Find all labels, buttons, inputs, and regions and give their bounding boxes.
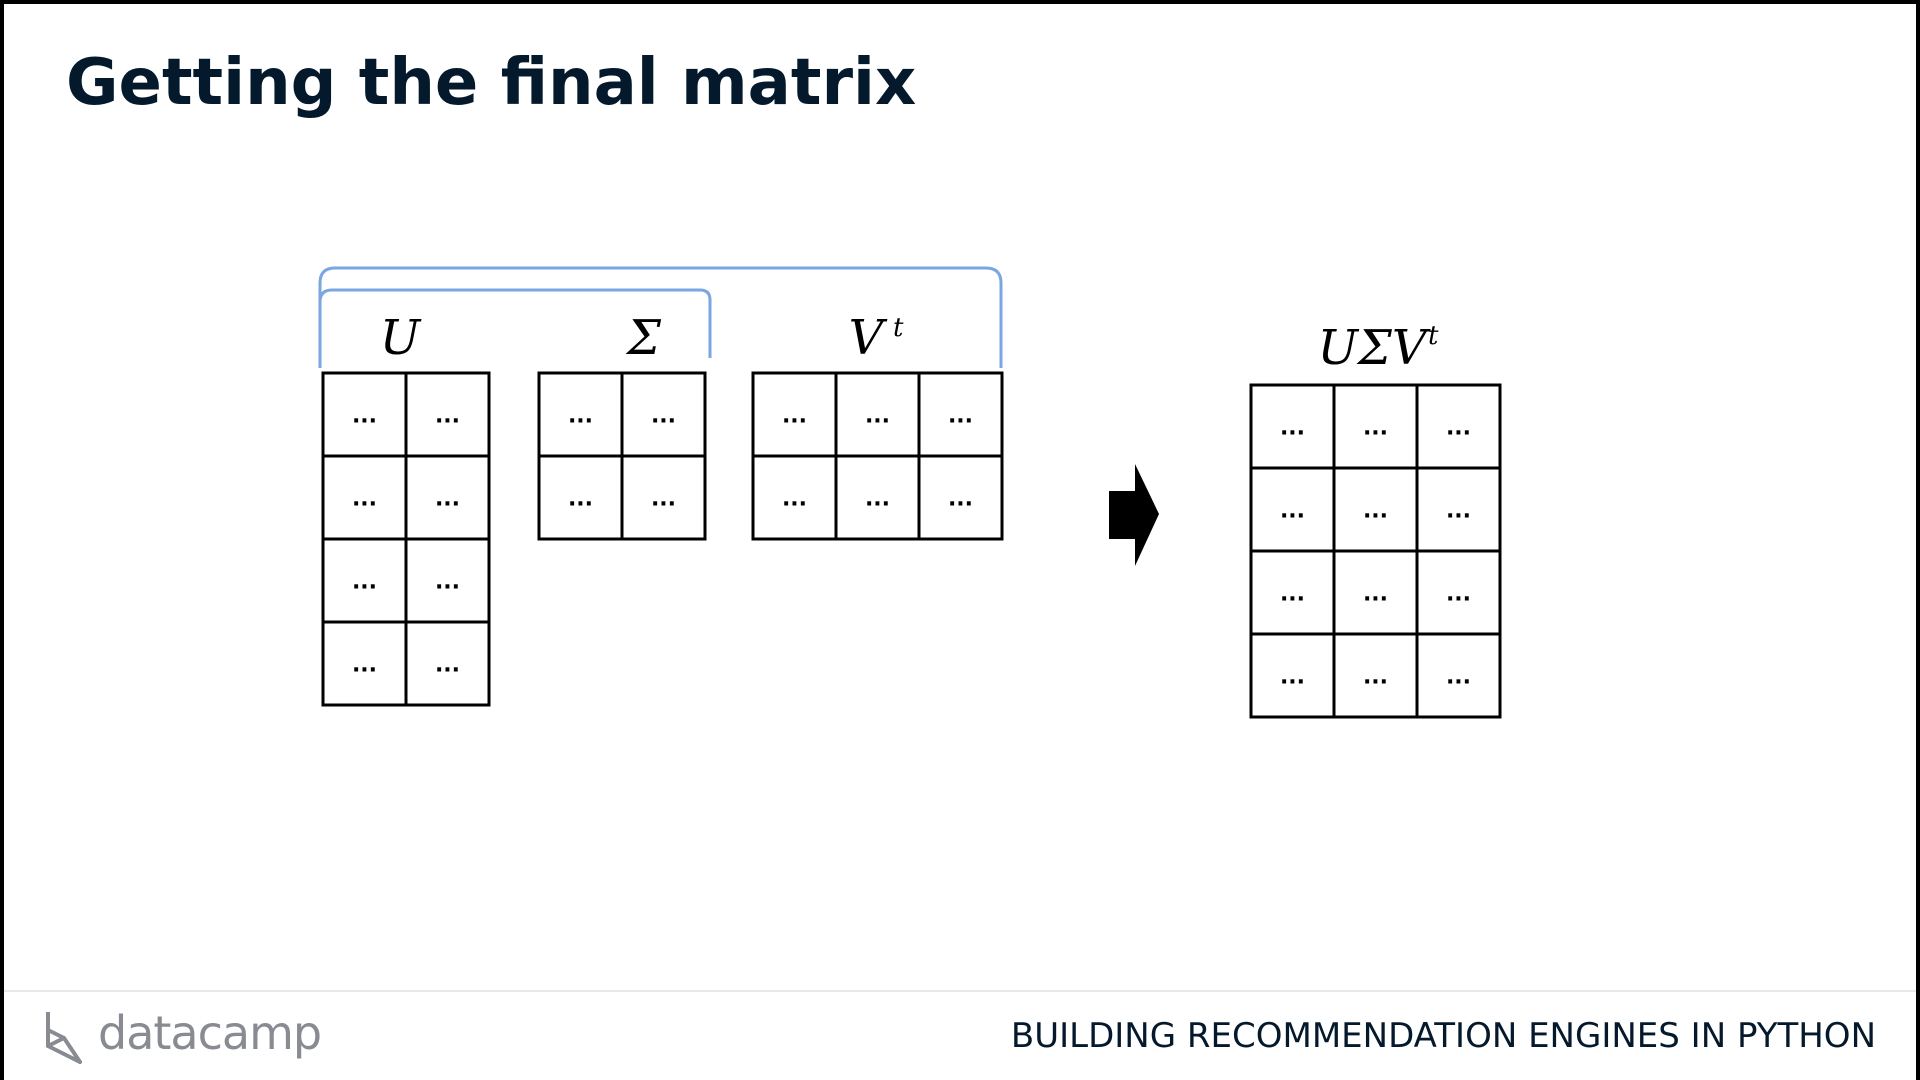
matrix-cell-text: ... [651, 487, 676, 512]
matrix-label-vt: V [849, 310, 888, 366]
bracket-inner [318, 288, 712, 368]
matrix-cell [620, 371, 707, 458]
matrix-cell [1415, 549, 1502, 636]
matrix-label-u: U [380, 310, 422, 366]
matrix-cell-text: ... [352, 487, 377, 512]
matrix-cell-text: ... [1363, 665, 1388, 690]
matrix-cell-text: ... [568, 404, 593, 429]
matrix-cell [537, 454, 624, 541]
matrix-cell [834, 371, 921, 458]
matrix-label-sigma: Σ [625, 310, 662, 366]
matrix-cell [1332, 466, 1419, 553]
matrix-cell-text: ... [1363, 499, 1388, 524]
right-arrow-icon [1109, 464, 1159, 566]
matrix-cell [620, 454, 707, 541]
matrix-cell [917, 371, 1004, 458]
matrix-cell [404, 537, 491, 624]
matrix-cell-text: ... [352, 404, 377, 429]
matrix-cell-text: ... [782, 487, 807, 512]
bracket-outer [318, 266, 1003, 368]
matrix-cell-text: ... [568, 487, 593, 512]
matrix-cell-text: ... [1446, 499, 1471, 524]
matrix-cell-text: ... [1280, 582, 1305, 607]
matrix-cell [751, 371, 838, 458]
matrix-cell-text: ... [1280, 416, 1305, 441]
matrix-cell-text: ... [1446, 665, 1471, 690]
footer-divider [4, 990, 1916, 992]
matrix-sigma-grid: ............ [537, 371, 707, 541]
matrix-superscript-vt: t [893, 313, 904, 343]
matrix-vt-grid: .................. [751, 371, 1004, 541]
matrix-cell-text: ... [435, 404, 460, 429]
matrix-cell-text: ... [1280, 499, 1305, 524]
matrix-cell [1415, 632, 1502, 719]
matrix-result-grid: .................................... [1249, 383, 1502, 719]
matrix-cell-text: ... [1280, 665, 1305, 690]
matrix-cell-text: ... [651, 404, 676, 429]
matrix-cell-text: ... [865, 487, 890, 512]
matrix-cell [1249, 632, 1336, 719]
matrix-u-grid: ........................ [321, 371, 491, 707]
matrix-cell-text: ... [948, 404, 973, 429]
matrix-cell [1415, 466, 1502, 553]
datacamp-wordmark: datacamp [98, 1006, 322, 1060]
matrix-cell [1332, 632, 1419, 719]
matrix-cell-text: ... [1363, 582, 1388, 607]
matrix-cell-text: ... [435, 653, 460, 678]
matrix-cell-text: ... [1446, 582, 1471, 607]
matrix-cell-text: ... [352, 653, 377, 678]
matrix-cell [321, 537, 408, 624]
course-name: BUILDING RECOMMENDATION ENGINES IN PYTHO… [1010, 1016, 1876, 1056]
matrix-cell [404, 371, 491, 458]
slide-title: Getting the final matrix [66, 46, 917, 120]
matrix-cell [321, 620, 408, 707]
matrix-cell-text: ... [1446, 416, 1471, 441]
matrix-cell-text: ... [782, 404, 807, 429]
matrix-cell [834, 454, 921, 541]
matrix-cell [1415, 383, 1502, 470]
matrix-label-result: UΣV [1317, 320, 1430, 376]
matrix-superscript-result: t [1428, 321, 1439, 351]
matrix-cell-text: ... [435, 487, 460, 512]
matrix-cell-text: ... [865, 404, 890, 429]
matrix-cell [917, 454, 1004, 541]
datacamp-logo-icon [46, 1012, 82, 1064]
matrix-cell-text: ... [435, 570, 460, 595]
matrix-cell [404, 620, 491, 707]
matrix-cell-text: ... [948, 487, 973, 512]
matrix-cell-text: ... [1363, 416, 1388, 441]
matrix-cell-text: ... [352, 570, 377, 595]
